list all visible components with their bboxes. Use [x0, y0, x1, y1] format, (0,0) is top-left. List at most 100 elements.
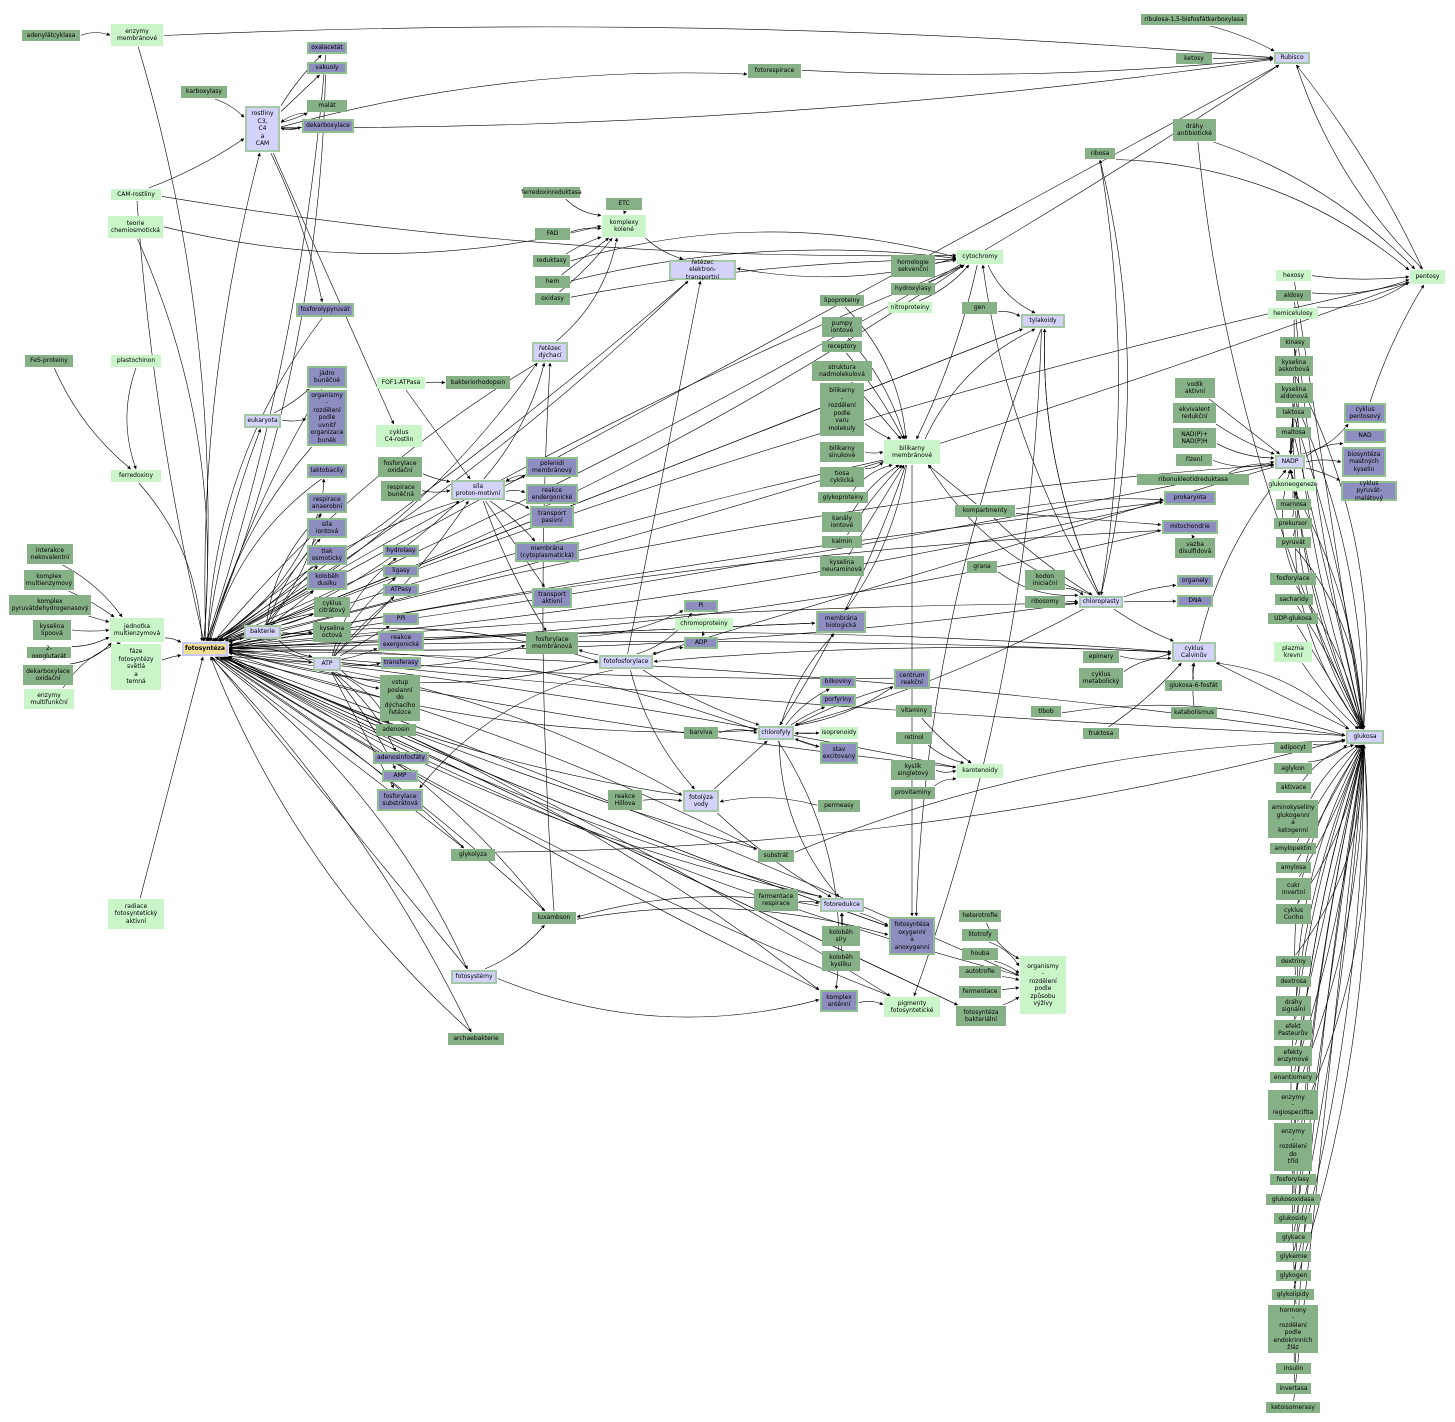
node-fermentace[interactable]: fermentace	[959, 986, 1001, 998]
node-fof1-atpasa[interactable]: FOF1-ATPasa	[377, 377, 425, 389]
node-kyselina-nezaminova[interactable]: kyselina neuraminová	[820, 556, 864, 576]
node-retezec-dych[interactable]: řetězec dýchací	[532, 342, 568, 362]
node-pentosy[interactable]: pentosy	[1410, 270, 1445, 284]
node-epimery[interactable]: epimery	[1083, 651, 1119, 663]
node-jadro-bunecne[interactable]: jádro buněčné	[307, 366, 347, 388]
node-enantiomery[interactable]: enantiomery	[1270, 1072, 1316, 1083]
node-barviva[interactable]: barviva	[684, 727, 718, 739]
node-hexosy[interactable]: hexosy	[1276, 270, 1311, 281]
node-tlak-osmoticky[interactable]: tlak osmotický	[307, 545, 347, 565]
node-ketosy[interactable]: ketosy	[1176, 53, 1212, 64]
node-fotolyza-vody[interactable]: fotolýza vody	[683, 790, 719, 812]
node-vitaminy[interactable]: vitaminy	[896, 705, 932, 717]
node-adenylcyklasa[interactable]: adenylátcyklasa	[22, 30, 80, 41]
node-tylakoidy[interactable]: tylakoidy	[1021, 314, 1065, 328]
node-karboxylasy[interactable]: karboxylasy	[181, 86, 227, 98]
node-autotrofie[interactable]: autotrofie	[959, 966, 1001, 978]
node-eukaryota[interactable]: eukaryota	[244, 414, 281, 428]
node-invertasa[interactable]: invertasa	[1276, 1383, 1311, 1394]
node-organismy-bunek[interactable]: organismy - rozdělení podle uvnitř organ…	[307, 390, 347, 446]
node-mitochondrie[interactable]: mitochondrie	[1162, 520, 1218, 534]
node-faze-fotosyntezy[interactable]: fáze fotosyntézy světlá a temná	[111, 644, 161, 690]
node-heterotrofie[interactable]: heterotrofie	[959, 910, 1001, 922]
node-cyklus-pentosovy[interactable]: cyklus pentosový	[1344, 403, 1386, 423]
node-kyselina-aldonova[interactable]: kyselina aldonová	[1275, 383, 1313, 403]
node-ribosa[interactable]: ribosa	[1085, 148, 1115, 159]
node-bilkoviny[interactable]: bilkoviny	[820, 676, 856, 688]
node-porfyriny[interactable]: porfyriny	[820, 694, 856, 706]
node-fosforylace-membr[interactable]: fosforylace membránová	[526, 632, 578, 654]
node-provitaminy[interactable]: provitaminy	[891, 787, 935, 799]
node-homologie[interactable]: homologie sekvenční	[891, 255, 935, 277]
node-isoprenoidy[interactable]: isoprenoidy	[820, 727, 858, 739]
node-enzymy-regiospec[interactable]: enzymy - regiospecifita	[1268, 1090, 1318, 1120]
node-vazba-disulf[interactable]: vazba disulfidová	[1175, 538, 1215, 558]
node-efekty-enz[interactable]: efekty enzymové	[1274, 1046, 1312, 1066]
node-atpasy[interactable]: ATPasy	[383, 584, 419, 596]
node-drahy-antib[interactable]: dráhy antibiotické	[1173, 119, 1216, 141]
node-fruktosa[interactable]: fruktosa	[1083, 728, 1119, 739]
node-fotosynteza[interactable]: fotosyntéza	[182, 642, 228, 656]
node-enzymy-multif[interactable]: enzymy multifunkční	[24, 689, 74, 709]
node-drahy-signalni[interactable]: dráhy signální	[1276, 996, 1311, 1016]
node-kanaly-iontove[interactable]: kanály iontové	[822, 512, 862, 532]
node-maltosa[interactable]: maltosa	[1276, 427, 1311, 438]
node-nad-p-plus[interactable]: NAD(P)+ NAD(P)H	[1173, 428, 1216, 448]
node-fes-proteiny[interactable]: FeS-proteiny	[25, 355, 73, 367]
node-amylopektin[interactable]: amylopektin	[1270, 843, 1316, 854]
node-rostliny-c3[interactable]: rostliny C3, C4 a CAM	[245, 106, 280, 152]
node-tiosa-cyklicka[interactable]: tiosa cyklická	[820, 467, 864, 487]
node-udp-glukosa[interactable]: UDP-glukosa	[1268, 613, 1318, 624]
node-cyklus-calvinuv[interactable]: cyklus Calvinův	[1172, 642, 1216, 662]
node-sila-iontova[interactable]: síla iontová	[307, 518, 347, 538]
node-dekarboxylace[interactable]: dekarboxylace	[302, 119, 354, 133]
node-aldosy[interactable]: aldosy	[1276, 290, 1311, 301]
node-amylosa[interactable]: amylosa	[1276, 862, 1311, 873]
node-dna[interactable]: DNA	[1177, 595, 1213, 607]
node-sila-proton[interactable]: síla proton-motivní	[451, 480, 505, 500]
node-plastochinon[interactable]: plastochinon	[111, 355, 161, 367]
node-hydroxylasy[interactable]: hydroxylasy	[891, 283, 935, 295]
node-glukoneogeneze[interactable]: glukoneogeneze	[1268, 479, 1318, 491]
node-ligasy[interactable]: ligasy	[383, 565, 419, 577]
node-luxambson[interactable]: luxambson	[532, 912, 576, 924]
node-glykemie[interactable]: glykemie	[1276, 1251, 1311, 1262]
node-fosforolypyruvat[interactable]: fosforolypyruvát	[296, 303, 354, 317]
node-fotoredukce[interactable]: fotoredukce	[820, 898, 864, 912]
node-insulin[interactable]: insulin	[1276, 1363, 1311, 1374]
node-laktosa[interactable]: laktosa	[1276, 407, 1311, 418]
node-komplex-antenni[interactable]: komplex anténní	[820, 990, 858, 1012]
node-aminokyseliny[interactable]: aminokyseliny glukogenní a ketogenní	[1268, 800, 1318, 838]
node-gen[interactable]: gen	[962, 302, 997, 314]
node-oxoglutarat[interactable]: 2-oxoglutarát	[27, 645, 71, 660]
node-nad[interactable]: NAD	[1344, 429, 1386, 443]
node-atp[interactable]: ATP	[313, 657, 341, 671]
node-kyselina-askorb[interactable]: kyselina askorbová	[1275, 356, 1313, 376]
node-cyklus-metab[interactable]: cyklus metabolický	[1079, 668, 1123, 688]
node-ferredoxiny[interactable]: ferredoxiny	[111, 470, 161, 482]
node-receptory[interactable]: receptory	[822, 341, 862, 352]
node-fosforylace[interactable]: fosforylace	[1270, 573, 1316, 585]
node-cukr-invertni[interactable]: cukr invertní	[1276, 878, 1311, 900]
node-reduktasy[interactable]: reduktasy	[533, 255, 570, 267]
node-vodik-aktivni[interactable]: vodík aktivní	[1175, 378, 1215, 398]
node-substrat[interactable]: substrát	[758, 850, 794, 862]
node-dextrosa[interactable]: dextrosa	[1276, 976, 1311, 987]
node-nadp[interactable]: NADP	[1275, 455, 1305, 469]
node-glukosa[interactable]: glukosa	[1346, 730, 1384, 744]
node-karotenoidy[interactable]: karotenoidy	[957, 764, 1003, 778]
node-fotofosforylace[interactable]: fotofosforylace	[599, 655, 653, 669]
node-adenosin[interactable]: adenosin	[376, 724, 416, 736]
node-organismy-zpus[interactable]: organismy - rozdělení podle způsobu výži…	[1020, 956, 1066, 1014]
node-aglykon[interactable]: aglykon	[1274, 763, 1312, 774]
node-fosforylace-oxid[interactable]: fosforylace oxidační	[378, 457, 422, 477]
node-etc[interactable]: ETC	[606, 198, 642, 210]
node-prekursor[interactable]: prekursor	[1274, 518, 1312, 529]
node-chloroplasty[interactable]: chloroplasty	[1079, 596, 1123, 608]
node-rubisco[interactable]: Rubisco	[1274, 52, 1310, 64]
node-permeasy[interactable]: permeasy	[818, 800, 860, 812]
node-kodon-iniciacni[interactable]: kodon iniciační	[1025, 570, 1065, 590]
node-vstup-posl[interactable]: vstup poslanní do dýchacího řetězce	[380, 675, 420, 721]
node-ribosomy[interactable]: ribosomy	[1025, 596, 1065, 608]
node-grana[interactable]: grana	[967, 561, 997, 573]
